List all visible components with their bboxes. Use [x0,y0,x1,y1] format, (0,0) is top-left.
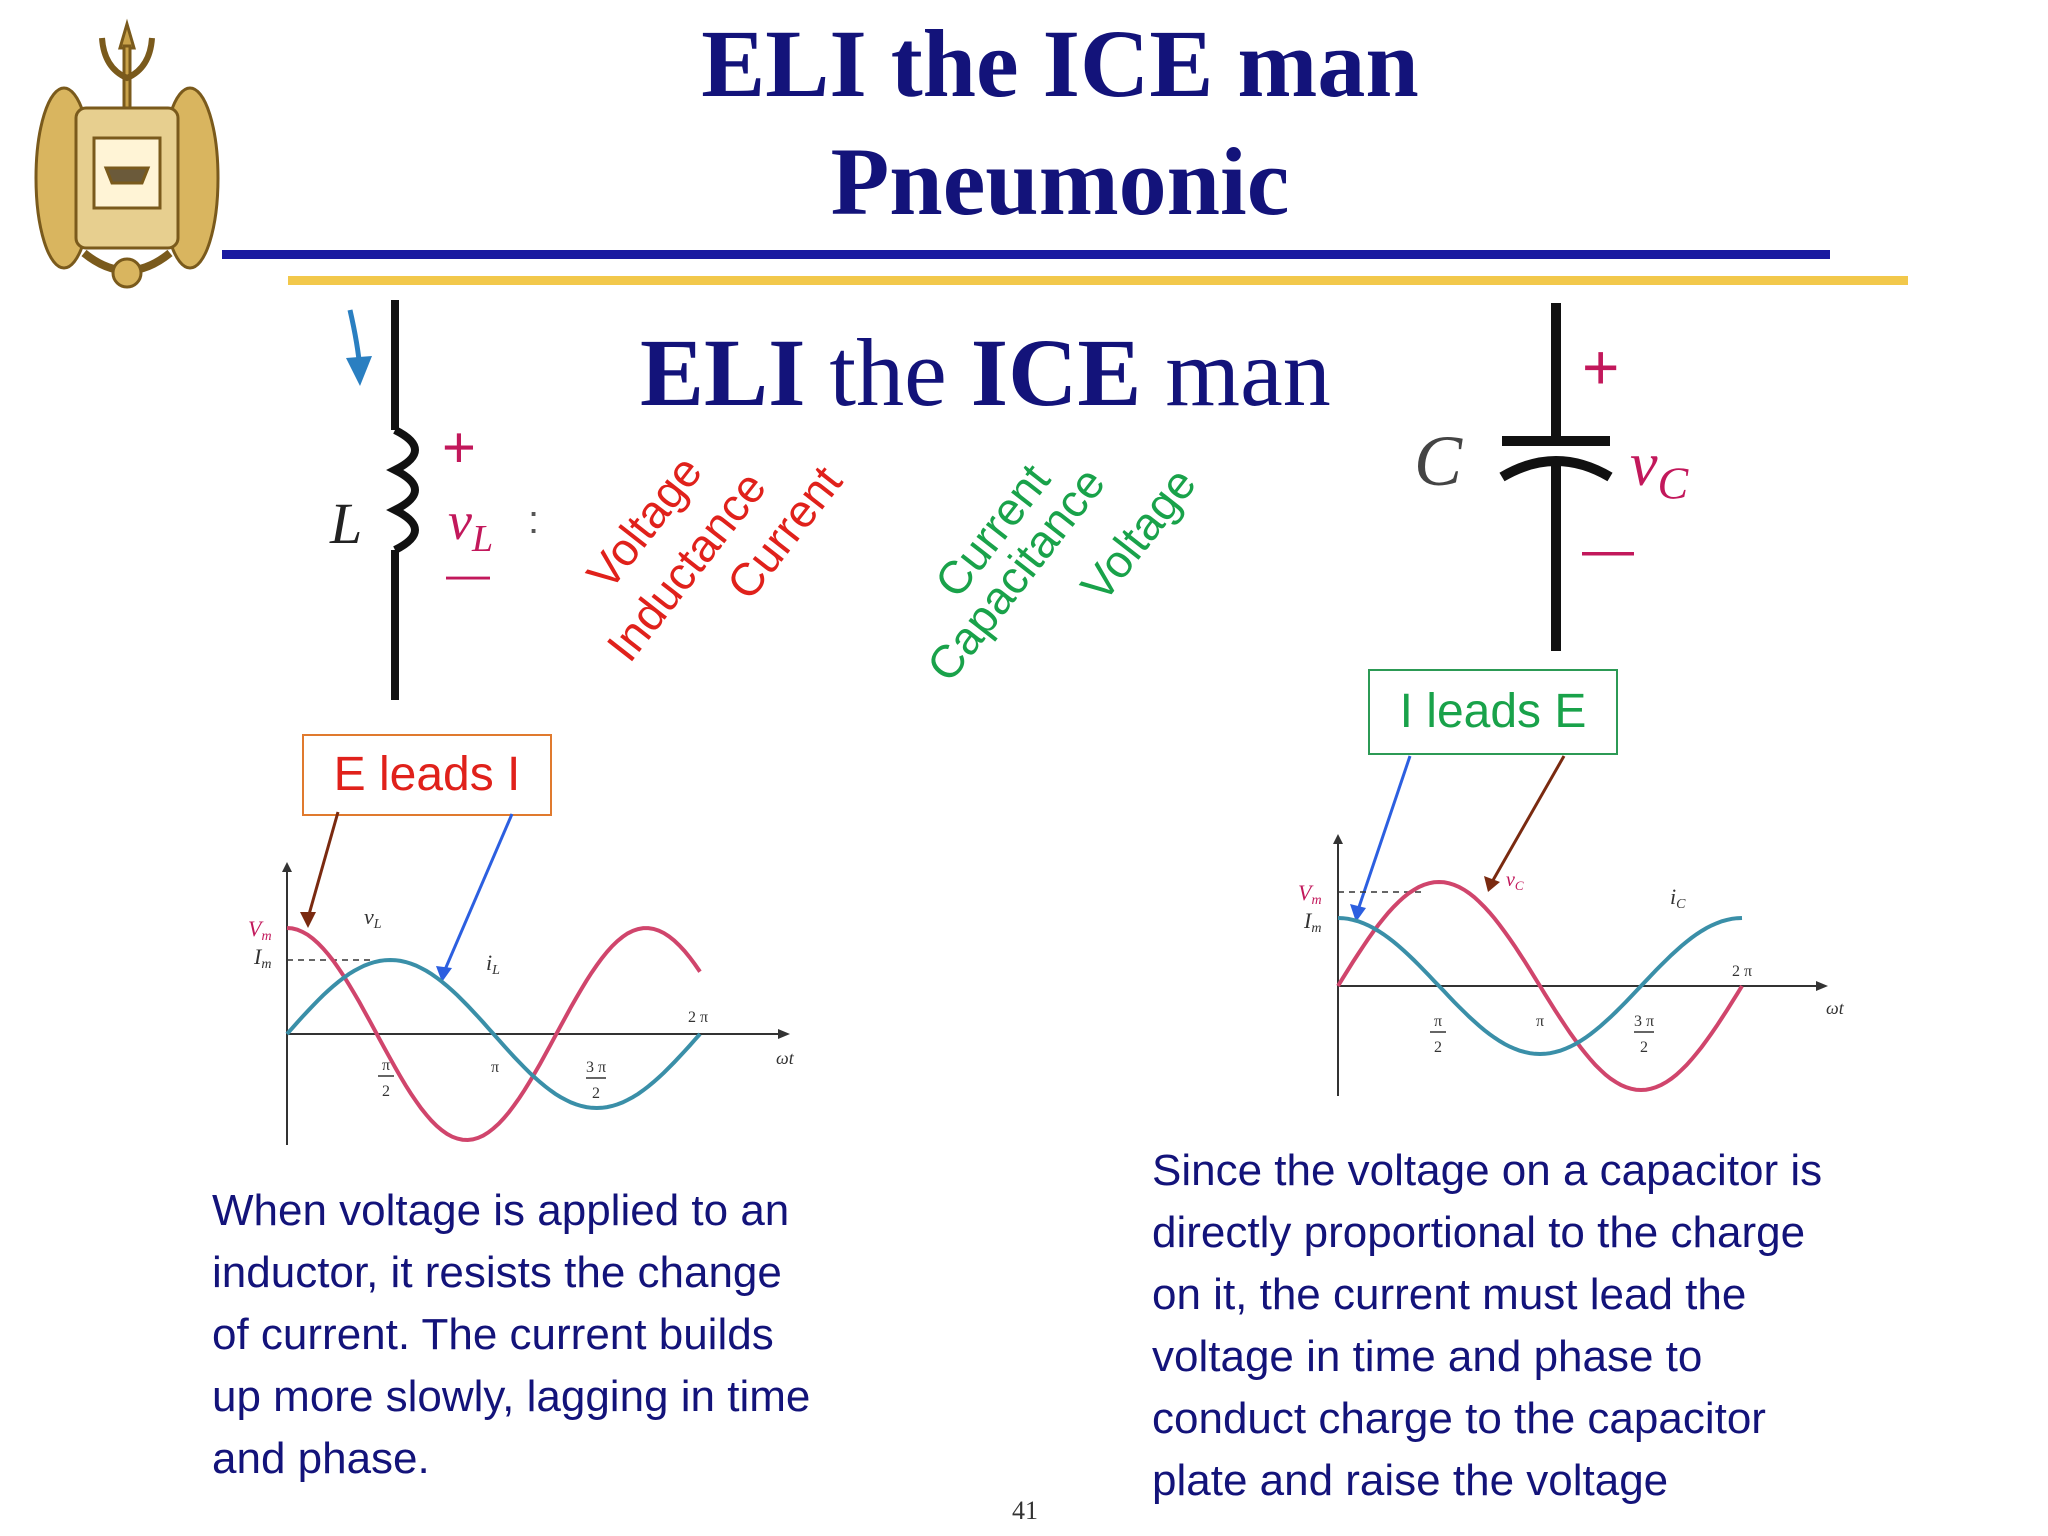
eli-ice-subtitle: ELI the ICE man [640,318,1331,428]
capacitor-tick-2pi: 2 π [1732,963,1752,980]
inductor-v-curve-label: v [364,904,374,929]
inductor-voltage-v: v [448,491,472,551]
title-rule-blue [222,250,1830,259]
slide-title-line1: ELI the ICE man [701,10,1419,117]
capacitor-im-sub: m [1311,921,1321,936]
capacitor-i-curve-label: i [1670,884,1676,909]
subtitle-ice: ICE [970,319,1142,426]
inductor-explanation-line: When voltage is applied to an [212,1186,790,1235]
svg-text:Im: Im [1303,908,1321,936]
inductor-colon: : [528,498,540,542]
inductor-voltage-sub: L [471,517,494,560]
capacitor-vm-sub: m [1311,893,1321,908]
inductor-vm-sub: m [261,929,271,944]
capacitor-label-c: C [1414,421,1463,501]
inductor-explanation-line: up more slowly, lagging in time [212,1372,811,1421]
inductor-tick-3pi-half-num: 3 π [586,1059,606,1076]
capacitor-voltage-v: v [1630,431,1658,499]
inductor-explanation: When voltage is applied to an inductor, … [212,1180,810,1490]
inductor-axis-label: ωt [776,1048,795,1068]
subtitle-eli: ELI [640,319,806,426]
inductor-explanation-line: and phase. [212,1434,430,1483]
capacitor-explanation-line: on it, the current must lead the [1152,1270,1747,1319]
capacitor-symbol [1499,303,1613,651]
svg-text:Vm: Vm [1298,880,1322,908]
capacitor-im-label: I [1303,908,1313,933]
capacitor-explanation-line: conduct charge to the capacitor [1152,1394,1766,1443]
inductor-tick-2pi: 2 π [688,1009,708,1026]
inductor-callout-e-leads-i: E leads I [302,734,552,816]
capacitor-tick-3pi-half-num: 3 π [1634,1013,1654,1030]
inductor-tick-pi-half-den: 2 [382,1083,390,1100]
naval-academy-crest-icon [34,18,220,289]
inductor-waveform-graph: Vm Im vL iL π 2 π 3 π 2 2 π ωt [248,811,795,1145]
capacitor-callout-arrow-v [1490,755,1566,883]
svg-text:vC: vC [1506,869,1524,893]
inductor-callout-arrow-i [442,813,514,973]
inductor-vm-label: V [248,916,264,941]
svg-text:iL: iL [486,950,500,978]
inductor-tick-pi: π [491,1059,499,1076]
capacitor-vm-label: V [1298,880,1314,905]
capacitor-explanation-line: plate and raise the voltage [1152,1456,1669,1505]
capacitor-callout-i-leads-e: I leads E [1368,669,1618,755]
inductor-plus: + [442,415,476,480]
capacitor-explanation-line: voltage in time and phase to [1152,1332,1703,1381]
inductor-v-curve-sub: L [373,917,382,932]
capacitor-plus: + [1582,331,1620,403]
capacitor-v-curve-label: v [1506,869,1515,891]
capacitor-axis-label: ωt [1826,998,1845,1018]
title-rule-gold [288,276,1908,285]
svg-text:Vm: Vm [248,916,272,944]
capacitor-explanation-line: directly proportional to the charge [1152,1208,1806,1257]
capacitor-callout-arrow-i [1356,755,1412,911]
capacitor-tick-pi-half-num: π [1434,1013,1442,1030]
inductor-im-sub: m [261,957,271,972]
capacitor-v-curve-sub: C [1515,878,1524,893]
inductor-symbol [346,300,419,700]
inductor-minus: — [446,550,490,599]
slide-title-line2: Pneumonic [830,128,1290,235]
inductor-tick-pi-half-num: π [382,1057,390,1074]
inductor-voltage-label: vL [448,490,493,561]
capacitor-minus: — [1582,521,1634,579]
inductor-label-l: L [330,491,363,556]
capacitor-tick-pi: π [1536,1013,1544,1030]
capacitor-waveform-graph: Vm Im vC iC π 2 π 3 π 2 2 π ωt [1298,755,1845,1096]
subtitle-man: man [1141,319,1331,426]
capacitor-i-curve-sub: C [1676,897,1686,912]
capacitor-voltage-sub: C [1657,457,1689,509]
svg-text:iC: iC [1670,884,1686,912]
inductor-i-curve-sub: L [491,963,500,978]
capacitor-explanation: Since the voltage on a capacitor is dire… [1152,1140,1822,1512]
page-number: 41 [1012,1496,1038,1525]
inductor-explanation-line: of current. The current builds [212,1310,774,1359]
svg-text:Im: Im [253,944,271,972]
inductor-tick-3pi-half-den: 2 [592,1085,600,1102]
capacitor-voltage-label: vC [1630,430,1688,509]
inductor-callout-arrow-v [306,811,340,919]
inductor-im-label: I [253,944,263,969]
capacitor-tick-pi-half-den: 2 [1434,1039,1442,1056]
subtitle-the: the [805,319,971,426]
svg-text:vL: vL [364,904,382,932]
inductor-i-curve-label: i [486,950,492,975]
capacitor-explanation-line: Since the voltage on a capacitor is [1152,1146,1823,1195]
capacitor-tick-3pi-half-den: 2 [1640,1039,1648,1056]
inductor-explanation-line: inductor, it resists the change [212,1248,782,1297]
